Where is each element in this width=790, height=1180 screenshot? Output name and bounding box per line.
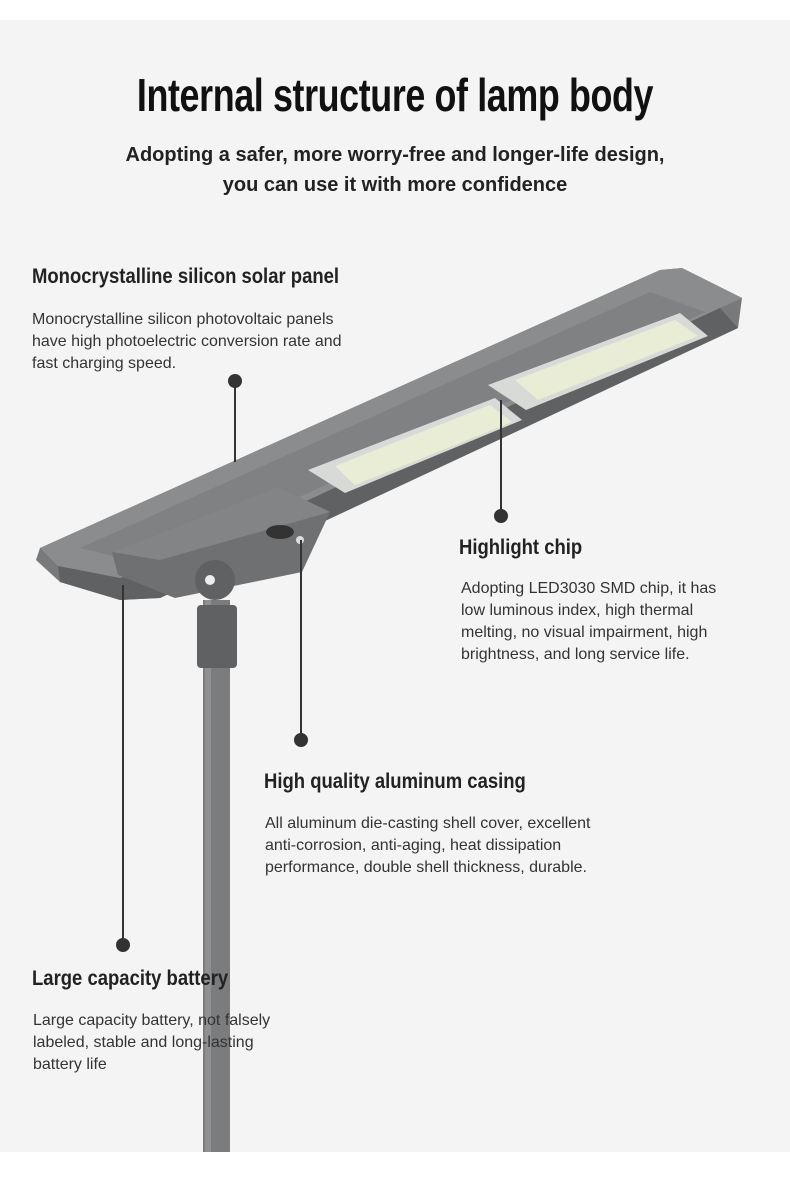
feature-text-casing: All aluminum die-casting shell cover, ex…	[265, 815, 591, 876]
feature-heading-solar: Monocrystalline silicon solar panel	[32, 265, 340, 288]
subtitle-line: Adopting a safer, more worry-free and lo…	[125, 144, 665, 166]
feature-text-solar: Monocrystalline silicon photovoltaic pan…	[32, 311, 342, 372]
feature-heading-chip: Highlight chip	[459, 536, 583, 559]
feature-heading-battery: Large capacity battery	[32, 967, 229, 990]
callout-dot-casing	[294, 733, 308, 747]
callout-dot-chip	[494, 509, 508, 523]
subtitle: Adopting a safer, more worry-free and lo…	[0, 140, 790, 200]
page-title: Internal structure of lamp body	[136, 69, 654, 121]
led-panel	[308, 313, 708, 493]
callout-dot-solar	[228, 374, 242, 388]
subtitle-line: you can use it with more confidence	[222, 174, 568, 196]
feature-heading-casing: High quality aluminum casing	[264, 770, 526, 793]
callout-dot-battery	[116, 938, 130, 952]
